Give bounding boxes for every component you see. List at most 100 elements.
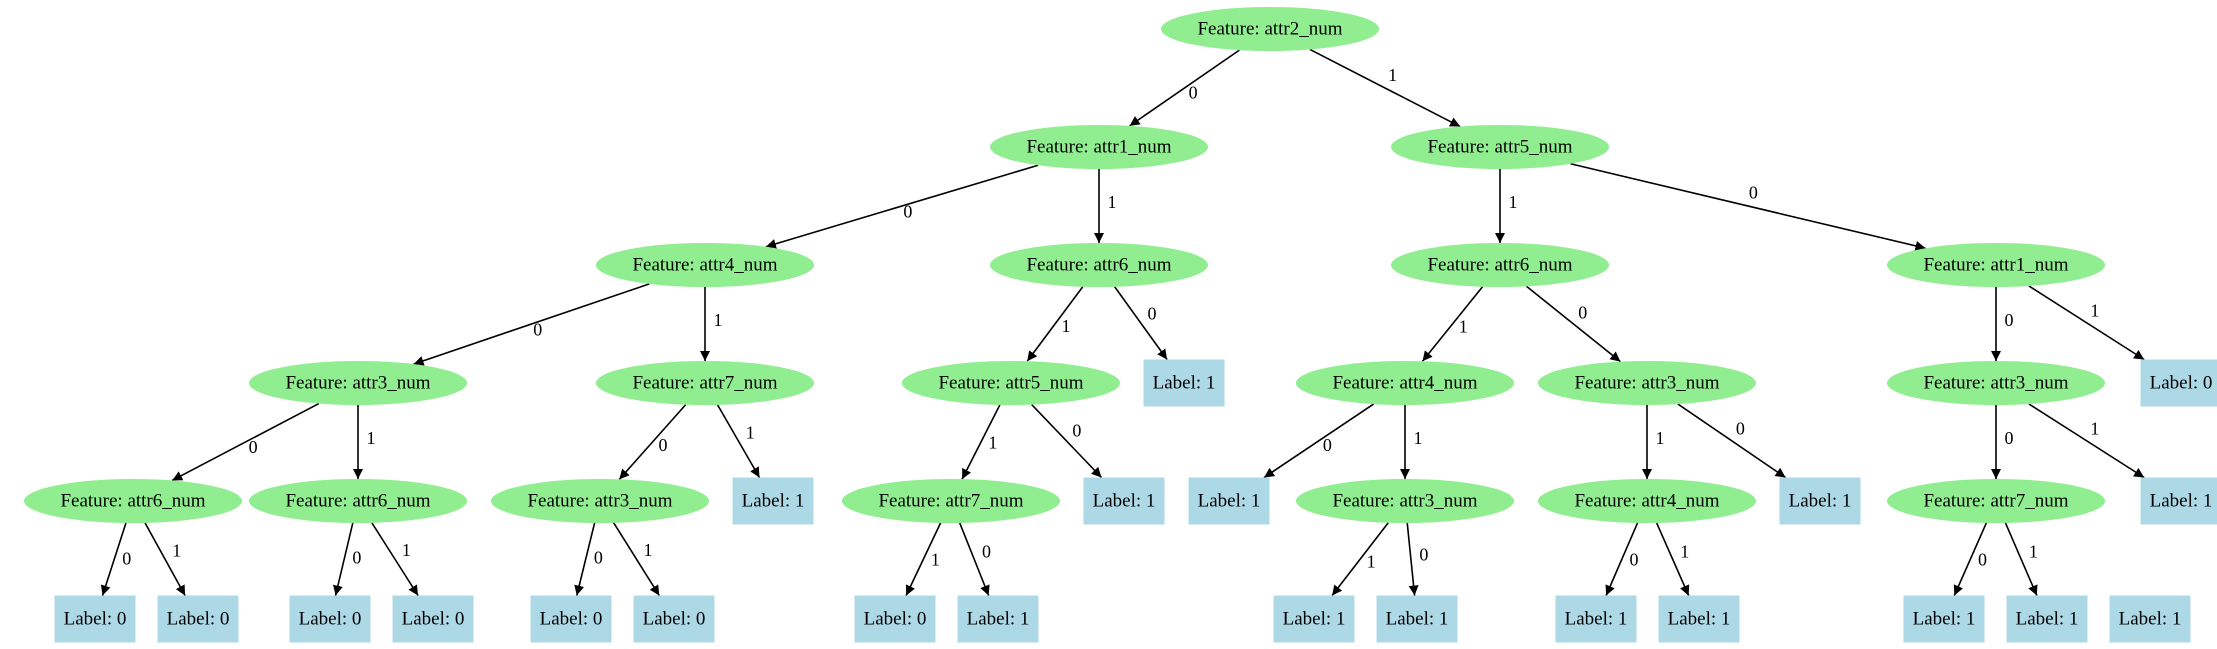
feature-node: Feature: attr3_num: [1296, 479, 1514, 523]
edge-arrow: [2004, 522, 2038, 596]
tree-edge: 0: [413, 283, 650, 366]
edge-arrow: [1263, 403, 1375, 479]
label-leaf-node: Label: 1: [1273, 595, 1355, 643]
tree-edge: 0: [574, 522, 603, 596]
label-node-text: Label: 1: [1386, 608, 1449, 629]
label-leaf-node: Label: 1: [1903, 595, 1985, 643]
tree-edge: 0: [1263, 403, 1375, 479]
edge-label: 0: [1072, 420, 1081, 440]
edge-arrow: [413, 283, 650, 366]
edge-label: 1: [988, 433, 997, 453]
feature-node-text: Feature: attr7_num: [1923, 490, 2068, 511]
feature-node-text: Feature: attr3_num: [1923, 372, 2068, 393]
feature-node-shape: [1887, 361, 2105, 405]
label-node-text: Label: 0: [643, 608, 706, 629]
edge-arrow: [1605, 522, 1639, 596]
feature-node-shape: [596, 361, 814, 405]
label-node-text: Label: 0: [864, 608, 927, 629]
edge-label: 0: [982, 542, 991, 562]
edge-arrow: [1114, 286, 1168, 360]
edge-label: 0: [2005, 310, 2014, 330]
label-node-shape: [1658, 595, 1740, 643]
tree-edge: 0: [1114, 286, 1168, 360]
feature-node-text: Feature: attr1_num: [1923, 254, 2068, 275]
feature-node: Feature: attr4_num: [1538, 479, 1756, 523]
label-node-shape: [2006, 595, 2088, 643]
edge-label: 0: [1736, 419, 1745, 439]
edge-label: 1: [1388, 65, 1397, 85]
edge-arrow: [1309, 48, 1461, 128]
edge-label: 1: [931, 550, 940, 570]
label-leaf-node: Label: 1: [2006, 595, 2088, 643]
edge-label: 0: [1630, 549, 1639, 569]
tree-edge: 0: [1605, 522, 1639, 596]
label-node-shape: [2140, 477, 2217, 525]
feature-node-text: Feature: attr6_num: [1427, 254, 1572, 275]
label-leaf-node: Label: 1: [1188, 477, 1270, 525]
feature-node: Feature: attr3_num: [1887, 361, 2105, 405]
label-leaf-node: Label: 1: [2140, 477, 2217, 525]
feature-node: Feature: attr3_num: [249, 361, 467, 405]
edge-label: 1: [367, 428, 376, 448]
edge-arrow: [171, 402, 320, 482]
tree-edge: 1: [2028, 403, 2145, 479]
label-leaf-node: Label: 0: [392, 595, 474, 643]
edge-label: 0: [594, 548, 603, 568]
label-node-shape: [633, 595, 715, 643]
label-node-shape: [1555, 595, 1637, 643]
edge-label: 1: [1459, 316, 1468, 336]
label-leaf-node: Label: 0: [854, 595, 936, 643]
feature-node: Feature: attr6_num: [249, 479, 467, 523]
label-leaf-node: Label: 1: [1658, 595, 1740, 643]
tree-edge: 1: [1094, 169, 1117, 243]
tree-edge: 0: [333, 522, 361, 596]
label-node-text: Label: 1: [2150, 490, 2213, 511]
label-node-text: Label: 1: [2119, 608, 2182, 629]
feature-node-shape: [596, 243, 814, 287]
tree-edge: 1: [1655, 522, 1690, 596]
tree-edge: 1: [1421, 286, 1484, 362]
label-leaf-node: Label: 1: [1555, 595, 1637, 643]
label-node-text: Label: 1: [1565, 608, 1628, 629]
label-node-text: Label: 0: [540, 608, 603, 629]
tree-edge: 1: [1400, 405, 1423, 479]
edge-label: 1: [2090, 418, 2099, 438]
edge-label: 1: [1108, 192, 1117, 212]
feature-node-text: Feature: attr3_num: [1332, 490, 1477, 511]
label-leaf-node: Label: 1: [1083, 477, 1165, 525]
edge-arrow: [958, 522, 990, 596]
feature-node-shape: [1391, 243, 1609, 287]
tree-edge: 0: [618, 404, 687, 480]
feature-node-shape: [1161, 7, 1379, 51]
tree-edge: 1: [1495, 169, 1518, 243]
edge-arrow: [333, 522, 354, 596]
feature-node-shape: [1887, 479, 2105, 523]
feature-node: Feature: attr7_num: [596, 361, 814, 405]
label-leaf-node: Label: 0: [2140, 359, 2217, 407]
tree-edge: 0: [1991, 405, 2014, 479]
label-node-shape: [1779, 477, 1861, 525]
edge-arrow: [144, 522, 186, 596]
label-leaf-node: Label: 1: [1143, 359, 1225, 407]
tree-edge: 1: [1026, 286, 1084, 362]
edge-label: 1: [2090, 300, 2099, 320]
feature-node: Feature: attr3_num: [491, 479, 709, 523]
label-node-text: Label: 1: [1093, 490, 1156, 511]
feature-node-shape: [249, 479, 467, 523]
edge-arrow: [2028, 403, 2145, 479]
tree-edge: 1: [371, 522, 419, 596]
feature-node: Feature: attr6_num: [1391, 243, 1609, 287]
feature-node-shape: [990, 125, 1208, 169]
feature-node-shape: [491, 479, 709, 523]
tree-edge: 0: [100, 522, 131, 596]
label-node-shape: [2140, 359, 2217, 407]
feature-node-text: Feature: attr6_num: [1026, 254, 1171, 275]
feature-node-text: Feature: attr2_num: [1197, 18, 1342, 39]
edge-label: 0: [1978, 549, 1987, 569]
edge-label: 0: [903, 202, 912, 222]
feature-node: Feature: attr7_num: [1887, 479, 2105, 523]
edge-label: 0: [2005, 428, 2014, 448]
label-node-shape: [1273, 595, 1355, 643]
feature-node-text: Feature: attr4_num: [1332, 372, 1477, 393]
